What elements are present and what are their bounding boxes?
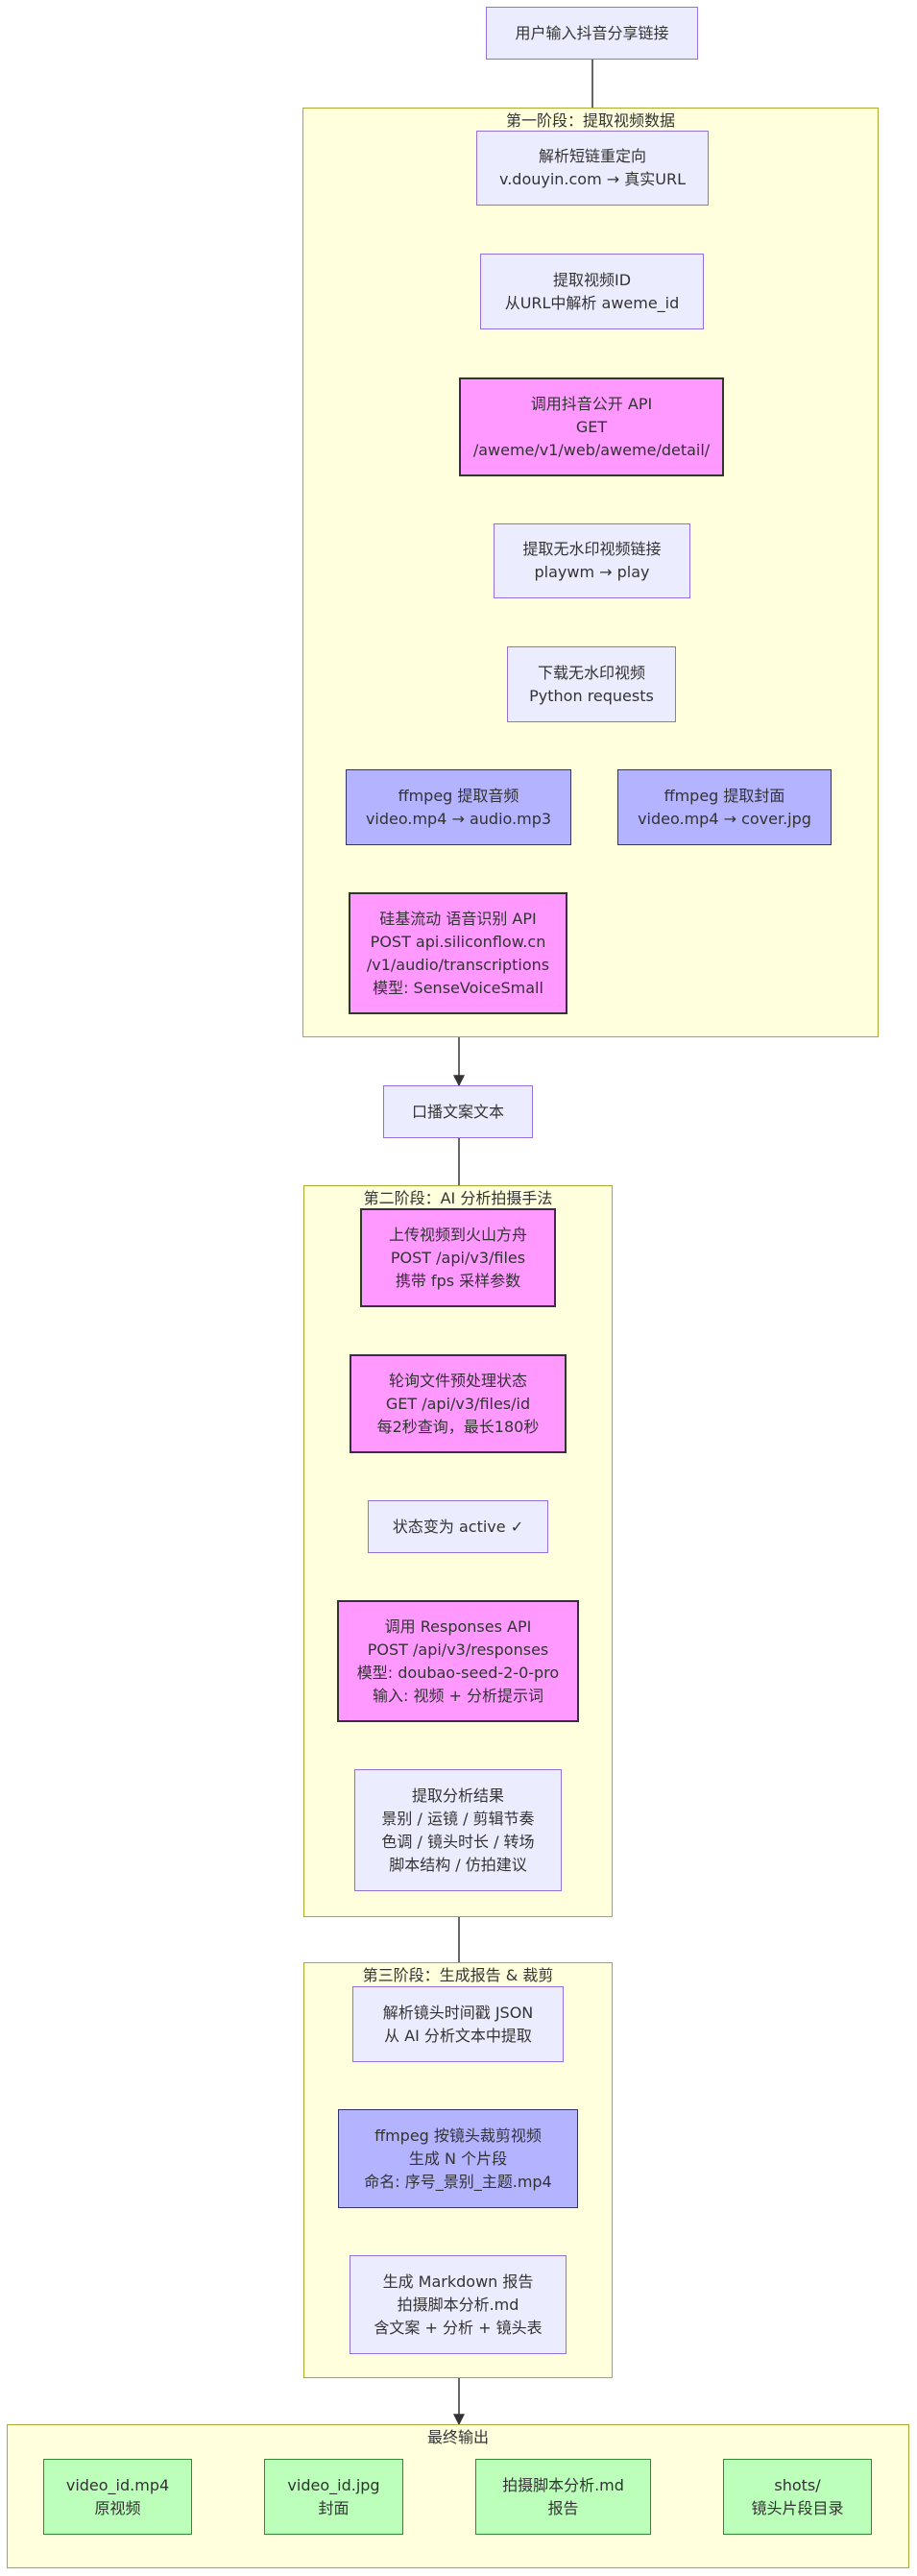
- node-label-line: video_id.mp4: [65, 2475, 170, 2494]
- node-label-line: 下载无水印视频: [537, 663, 645, 682]
- node-label-line: shots/: [774, 2475, 821, 2494]
- extract-video-id-node: 提取视频ID 从URL中解析 aweme_id: [480, 254, 704, 329]
- node-label-line: v.douyin.com → 真实URL: [498, 170, 687, 188]
- node-label-line: 生成 N 个片段: [408, 2149, 508, 2168]
- node-label-line: 上传视频到火山方舟: [388, 1225, 527, 1244]
- resolve-short-link-node: 解析短链重定向 v.douyin.com → 真实URL: [476, 131, 709, 206]
- node-label-line: 从 AI 分析文本中提取: [384, 2026, 532, 2045]
- node-label-line: 口播文案文本: [411, 1102, 504, 1121]
- node-label-line: 解析短链重定向: [538, 147, 646, 165]
- douyin-api-node: 调用抖音公开 API GET/aweme/v1/web/aweme/detail/: [459, 377, 724, 476]
- node-label-line: 调用 Responses API: [384, 1616, 532, 1636]
- output-cover-node: video_id.jpg 封面: [264, 2459, 403, 2535]
- upload-video-node: 上传视频到火山方舟 POST /api/v3/files 携带 fps 采样参数: [360, 1208, 556, 1307]
- node-label-line: 封面: [318, 2498, 350, 2517]
- node-label-line: GET: [575, 417, 608, 436]
- download-video-node: 下载无水印视频 Python requests: [507, 646, 676, 722]
- stage1-title: 第一阶段：提取视频数据: [505, 111, 675, 130]
- node-label-line: 原视频: [94, 2498, 141, 2517]
- node-label-line: 提取分析结果: [411, 1786, 504, 1805]
- node-label-line: 携带 fps 采样参数: [395, 1271, 521, 1290]
- transcript-text-node: 口播文案文本: [383, 1085, 533, 1138]
- final-output-title: 最终输出: [426, 2428, 489, 2446]
- nowatermark-link-node: 提取无水印视频链接 playwm → play: [494, 523, 690, 598]
- node-label-line: 生成 Markdown 报告: [382, 2272, 534, 2291]
- node-label-line: ffmpeg 按镜头裁剪视频: [374, 2126, 542, 2145]
- node-label-line: 每2秒查询，最长180秒: [376, 1417, 540, 1436]
- stage2-title: 第二阶段：AI 分析拍摄手法: [363, 1189, 553, 1207]
- speech-recognition-api-node: 硅基流动 语音识别 API POST api.siliconflow.cn/v1/…: [349, 892, 567, 1014]
- node-label-line: 从URL中解析 aweme_id: [504, 293, 680, 312]
- output-report-node: 拍摄脚本分析.md 报告: [475, 2459, 651, 2535]
- node-label-line: 景别 / 运镜 / 剪辑节奏: [381, 1809, 535, 1828]
- node-label-line: POST api.siliconflow.cn: [370, 932, 546, 951]
- node-label-line: video_id.jpg: [287, 2475, 380, 2494]
- stage3-title: 第三阶段：生成报告 & 裁剪: [362, 1966, 554, 1984]
- node-label-line: POST /api/v3/responses: [367, 1640, 549, 1659]
- parse-timestamps-node: 解析镜头时间戳 JSON 从 AI 分析文本中提取: [352, 1986, 564, 2062]
- node-label-line: 模型: doubao-seed-2-0-pro: [356, 1663, 560, 1682]
- node-label-line: playwm → play: [534, 563, 650, 581]
- output-video-node: video_id.mp4 原视频: [43, 2459, 192, 2535]
- status-active-node: 状态变为 active ✓: [368, 1500, 548, 1553]
- node-label-line: ffmpeg 提取音频: [398, 786, 519, 805]
- node-label-line: 调用抖音公开 API: [530, 394, 653, 413]
- node-label-line: 命名: 序号_景别_主题.mp4: [364, 2172, 552, 2191]
- node-label-line: video.mp4 → cover.jpg: [638, 809, 811, 828]
- node-label-line: 状态变为 active ✓: [392, 1517, 524, 1536]
- node-label-line: 输入: 视频 + 分析提示词: [372, 1686, 544, 1705]
- generate-report-node: 生成 Markdown 报告拍摄脚本分析.md 含文案 + 分析 + 镜头表: [350, 2255, 567, 2354]
- node-label-line: 含文案 + 分析 + 镜头表: [374, 2318, 543, 2337]
- node-label-line: 提取无水印视频链接: [522, 540, 662, 558]
- poll-file-status-node: 轮询文件预处理状态 GET /api/v3/files/id 每2秒查询，最长180…: [350, 1354, 567, 1453]
- node-label-line: video.mp4 → audio.mp3: [365, 809, 552, 828]
- node-label-line: ffmpeg 提取封面: [664, 786, 785, 805]
- start-node: 用户输入抖音分享链接: [486, 7, 698, 60]
- analysis-result-node: 提取分析结果景别 / 运镜 / 剪辑节奏色调 / 镜头时长 / 转场脚本结构 /…: [354, 1769, 562, 1891]
- responses-api-node: 调用 Responses API POST /api/v3/responses 模型…: [337, 1600, 579, 1722]
- node-label-line: 脚本结构 / 仿拍建议: [389, 1855, 527, 1874]
- node-label-line: 镜头片段目录: [751, 2498, 844, 2517]
- node-label-line: POST /api/v3/files: [390, 1248, 526, 1267]
- node-label-line: 用户输入抖音分享链接: [515, 23, 669, 42]
- node-label-line: 拍摄脚本分析.md: [397, 2295, 519, 2314]
- ffmpeg-extract-audio-node: ffmpeg 提取音频 video.mp4 → audio.mp3: [346, 769, 571, 845]
- node-label-line: GET /api/v3/files/id: [385, 1394, 531, 1413]
- node-label-line: 色调 / 镜头时长 / 转场: [381, 1832, 535, 1851]
- output-shots-dir-node: shots/镜头片段目录: [723, 2459, 872, 2535]
- node-label-line: /aweme/v1/web/aweme/detail/: [472, 440, 711, 459]
- node-label-line: Python requests: [529, 686, 654, 705]
- node-label-line: 提取视频ID: [552, 270, 632, 289]
- ffmpeg-cut-clips-node: ffmpeg 按镜头裁剪视频生成 N 个片段命名: 序号_景别_主题.mp4: [338, 2109, 578, 2208]
- node-label-line: 模型: SenseVoiceSmall: [373, 978, 543, 997]
- ffmpeg-extract-cover-node: ffmpeg 提取封面 video.mp4 → cover.jpg: [617, 769, 832, 845]
- node-label-line: 报告: [547, 2498, 579, 2517]
- node-label-line: 解析镜头时间戳 JSON: [382, 2003, 534, 2022]
- node-label-line: 轮询文件预处理状态: [388, 1371, 527, 1390]
- node-label-line: /v1/audio/transcriptions: [366, 955, 550, 974]
- node-label-line: 硅基流动 语音识别 API: [379, 909, 537, 928]
- node-label-line: 拍摄脚本分析.md: [502, 2475, 624, 2494]
